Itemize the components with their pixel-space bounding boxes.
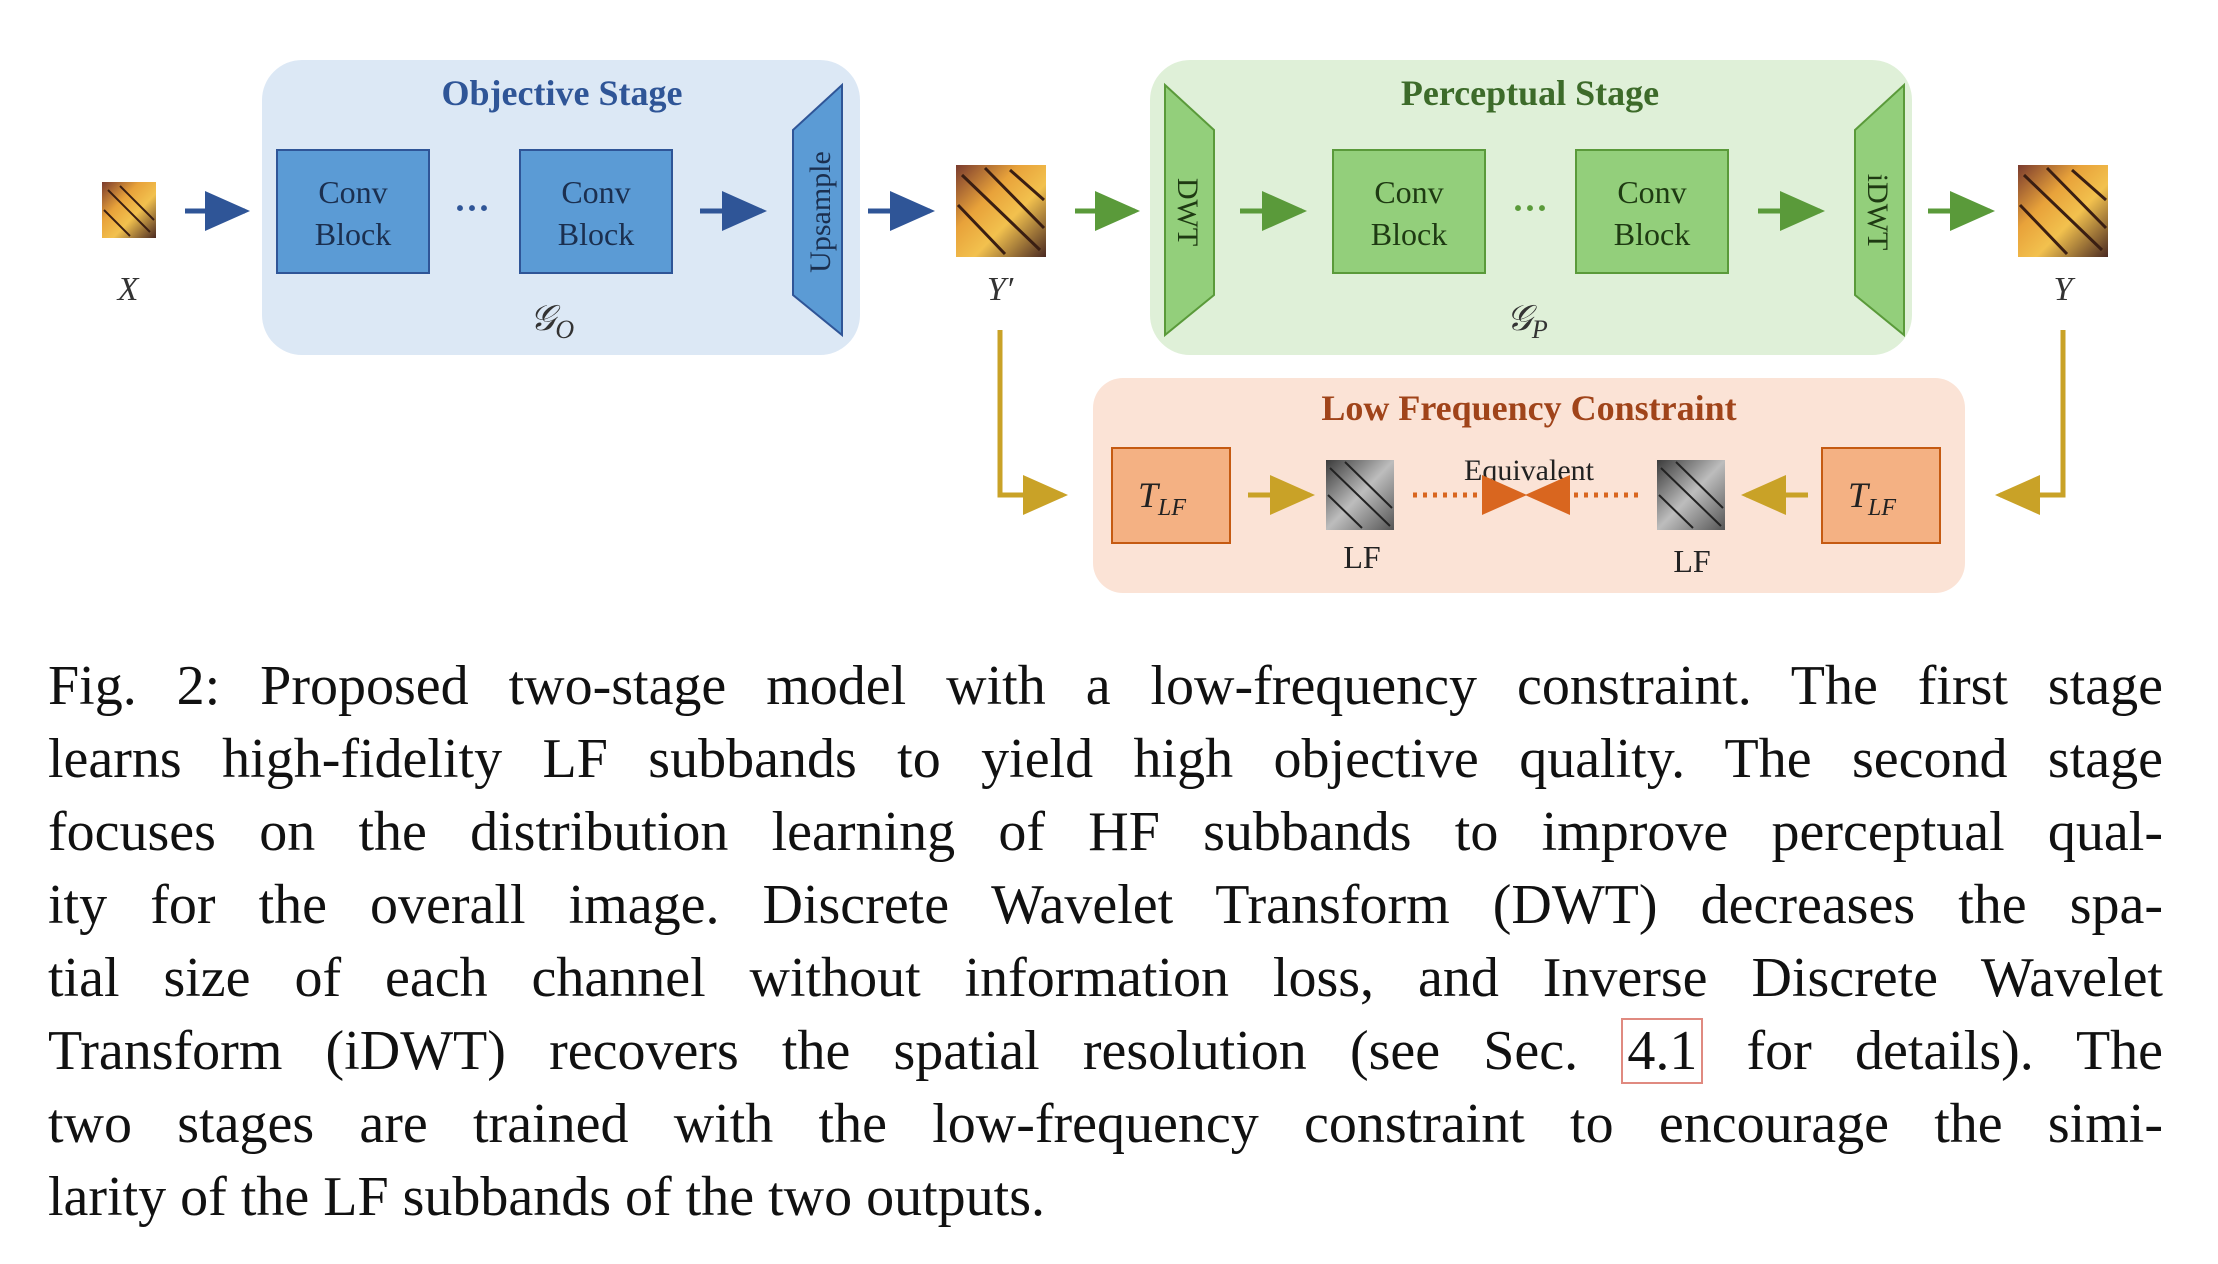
lf-image-right <box>1657 460 1725 530</box>
t-lf-right-label: TLF <box>1848 475 1896 521</box>
perceptual-stage-title: Perceptual Stage <box>1401 73 1659 113</box>
conv-block-3: Conv Block <box>1332 149 1486 274</box>
conv-block-4: Conv Block <box>1575 149 1729 274</box>
conv-block-2: Conv Block <box>519 149 673 274</box>
conv-block-3-label-bottom: Block <box>1371 216 1447 252</box>
lf-left-label: LF <box>1343 539 1380 575</box>
lf-constraint: Low Frequency Constraint TLF LF Equivale… <box>1093 378 1965 593</box>
caption-line-6-end: for details). The <box>1746 1020 2164 1082</box>
conv-block-1-label-bottom: Block <box>315 216 391 252</box>
output-label: Y <box>2054 271 2076 308</box>
figure-diagram: Objective Stage Conv Block ··· Conv Bloc… <box>102 60 2108 593</box>
intermediate-image <box>956 165 1046 257</box>
conv-block-2-label-top: Conv <box>561 174 630 210</box>
lf-image-left <box>1326 460 1394 530</box>
section-ref-link[interactable]: 4.1 <box>1621 1018 1704 1084</box>
figure-caption: Fig. 2: Proposed two-stage model with a … <box>48 650 2163 1234</box>
lf-constraint-title: Low Frequency Constraint <box>1321 388 1736 428</box>
input-label: X <box>116 271 140 308</box>
caption-line-6-start: Transform (iDWT) recovers the spatial re… <box>48 1020 1579 1082</box>
upsample-label: Upsample <box>804 151 837 273</box>
connector-output-to-lf <box>1995 330 2066 515</box>
caption-line-6: Transform (iDWT) recovers the spatial re… <box>48 1015 2163 1088</box>
intermediate-label: Y′ <box>987 271 1014 308</box>
caption-line-7: two stages are trained with the low-freq… <box>48 1093 2163 1155</box>
conv-block-2-label-bottom: Block <box>558 216 634 252</box>
caption-line-2: learns high-fidelity LF subbands to yiel… <box>48 728 2163 790</box>
connector-intermediate-to-lf <box>997 330 1068 515</box>
input-image <box>102 182 156 238</box>
objective-stage-title: Objective Stage <box>442 73 683 113</box>
perceptual-stage: Perceptual Stage DWT Conv Block ··· Conv… <box>1150 60 1912 355</box>
idwt-block: iDWT <box>1854 82 1905 338</box>
conv-block-3-label-top: Conv <box>1374 174 1443 210</box>
caption-line-8: larity of the LF subbands of the two out… <box>48 1166 1046 1228</box>
conv-block-1-label-top: Conv <box>318 174 387 210</box>
perceptual-stage-panel <box>1150 60 1912 355</box>
conv-block-1: Conv Block <box>276 149 430 274</box>
lf-right-label: LF <box>1673 543 1710 579</box>
dwt-block: DWT <box>1164 82 1215 338</box>
t-lf-box-right: TLF <box>1821 447 1941 544</box>
conv-block-4-label-top: Conv <box>1617 174 1686 210</box>
objective-operator-label: 𝒢O <box>530 298 575 344</box>
output-image <box>2018 165 2108 257</box>
conv-block-4-label-bottom: Block <box>1614 216 1690 252</box>
objective-stage: Objective Stage Conv Block ··· Conv Bloc… <box>262 60 860 355</box>
caption-line-5: tial size of each channel without inform… <box>48 947 2163 1009</box>
t-lf-left-label: TLF <box>1138 475 1186 521</box>
caption-line-4: ity for the overall image. Discrete Wave… <box>48 874 2163 936</box>
perceptual-ellipsis: ··· <box>1512 188 1548 228</box>
upsample-block: Upsample <box>792 82 843 338</box>
equivalent-label: Equivalent <box>1464 454 1595 487</box>
objective-ellipsis: ··· <box>454 188 490 228</box>
t-lf-box-left: TLF <box>1111 447 1231 544</box>
caption-line-1: Fig. 2: Proposed two-stage model with a … <box>48 655 2163 717</box>
caption-line-3: focuses on the distribution learning of … <box>48 801 2163 863</box>
idwt-label: iDWT <box>1861 174 1894 251</box>
dwt-label: DWT <box>1171 178 1204 246</box>
